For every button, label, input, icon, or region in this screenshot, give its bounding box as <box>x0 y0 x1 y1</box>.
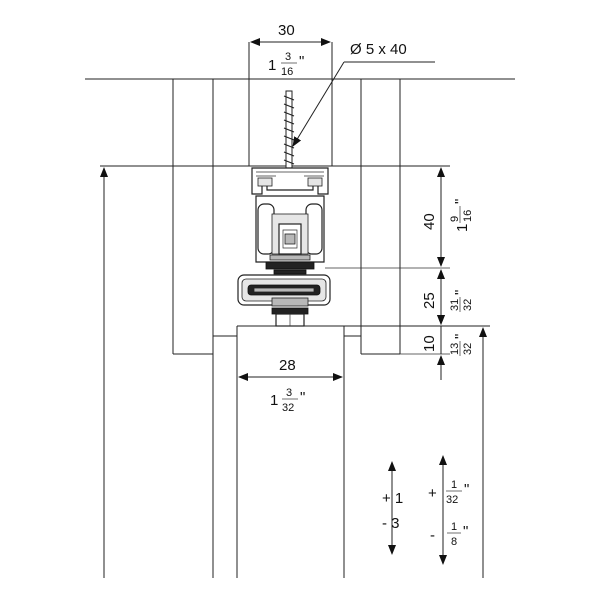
structure-lines <box>85 78 515 578</box>
gap-mm: 10 <box>421 335 438 352</box>
door-width-mm: 28 <box>279 357 296 374</box>
gap-inch-den: 32 <box>462 343 474 355</box>
dimension-carriage-height: 25 31 32 " <box>421 269 474 325</box>
top-width-inch-num: 3 <box>285 51 291 63</box>
carriage-height-mm: 25 <box>421 292 438 309</box>
door-width-inch-num: 3 <box>286 387 292 399</box>
adjust-inch-minus-den: 8 <box>451 536 457 548</box>
door-width-inch-den: 32 <box>282 402 294 414</box>
adjust-inch-minus-sign: - <box>430 527 435 544</box>
rail-height-inch-den: 16 <box>462 210 474 222</box>
door-width-inch-mark: " <box>300 389 305 406</box>
adjust-inch-minus-mark: " <box>463 523 468 540</box>
dimension-door-width: 28 1 3 32 " <box>238 357 343 414</box>
adjustment-mm: + 1 - 3 <box>382 461 403 555</box>
top-width-inch-den: 16 <box>281 66 293 78</box>
screw-callout: Ø 5 x 40 <box>292 41 435 147</box>
dimension-gap: 10 13 32 " <box>421 300 487 578</box>
roller-carriage <box>255 195 325 275</box>
rail-profile <box>251 167 329 195</box>
gap-inch-mark: " <box>452 334 469 339</box>
adjust-inch-plus-num: 1 <box>451 479 457 491</box>
rail-height-inch-mark: " <box>452 199 469 204</box>
top-width-inch-whole: 1 <box>268 57 276 74</box>
adjust-mm-minus: - 3 <box>382 515 400 532</box>
dimension-rail-height: 40 1 9 16 " <box>421 167 474 267</box>
carriage-height-inch-mark: " <box>452 290 469 295</box>
carriage-height-inch-den: 32 <box>462 299 474 311</box>
rail-height-inch-num: 9 <box>449 216 461 222</box>
rail-height-inch-whole: 1 <box>454 224 471 232</box>
screw-label: Ø 5 x 40 <box>350 41 407 58</box>
door-width-inch-whole: 1 <box>270 392 278 409</box>
rail-height-mm: 40 <box>421 213 438 230</box>
adjust-inch-plus-sign: + <box>428 485 437 502</box>
top-width-mm: 30 <box>278 22 295 39</box>
adjust-inch-plus-mark: " <box>464 481 469 498</box>
dimension-top-width: 30 1 3 16 " <box>248 22 333 79</box>
adjustment-inch: + 1 32 " - 1 8 " <box>428 455 469 565</box>
gap-inch-num: 13 <box>449 343 461 355</box>
carriage-height-inch-num: 31 <box>449 299 461 311</box>
adjust-inch-plus-den: 32 <box>446 494 458 506</box>
top-width-inch-mark: " <box>299 53 304 70</box>
adjust-inch-minus-num: 1 <box>451 521 457 533</box>
door-bracket <box>237 274 331 327</box>
adjust-mm-plus: + 1 <box>382 490 403 507</box>
